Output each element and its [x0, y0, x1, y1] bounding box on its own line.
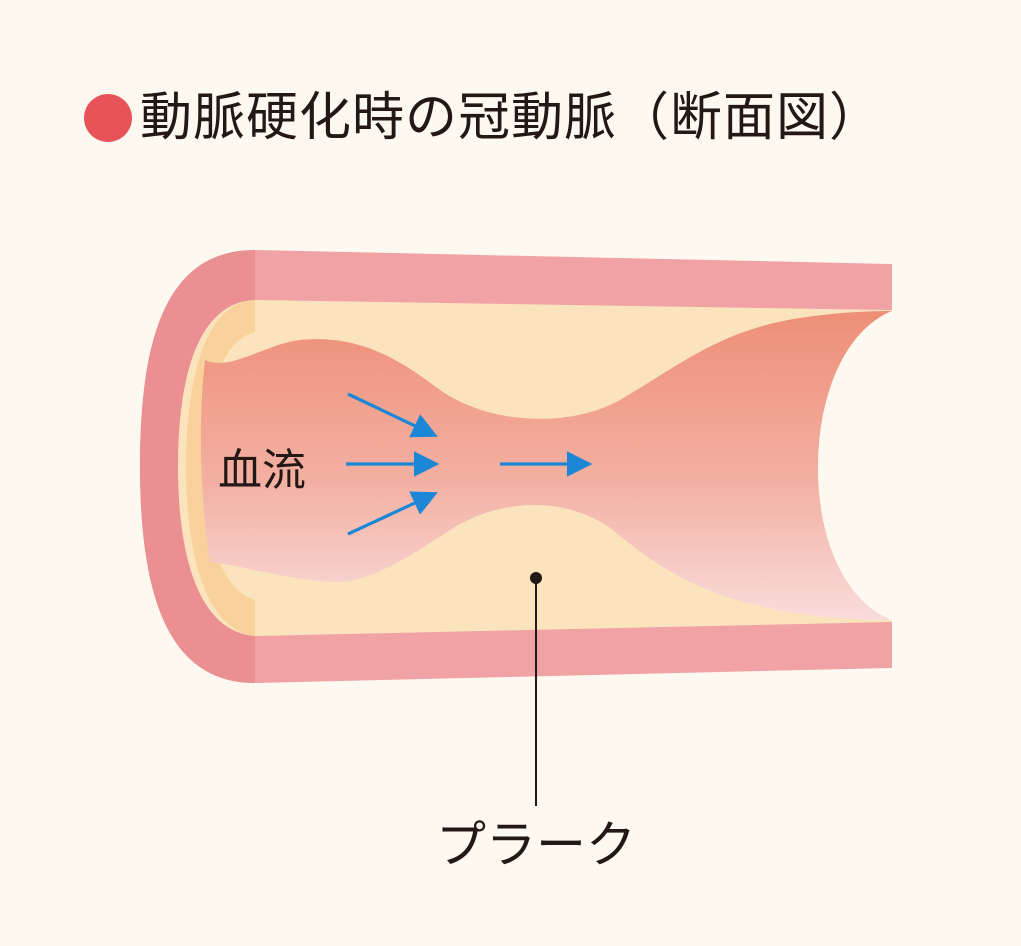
- vessel-opening-rim: [140, 250, 255, 683]
- arrow-right-icon: [347, 491, 438, 536]
- title-text: 動脈硬化時の冠動脈（断面図）: [140, 88, 883, 148]
- plaque-label: プラーク: [436, 816, 636, 874]
- vessel-right-opening: [818, 311, 892, 620]
- figure-title: 動脈硬化時の冠動脈（断面図）: [84, 82, 882, 154]
- arrow-right-icon: [347, 392, 438, 438]
- title-bullet-icon: [84, 94, 132, 142]
- blood-flow-arrows: [346, 392, 593, 536]
- blood-flow-label: 血流: [218, 445, 306, 496]
